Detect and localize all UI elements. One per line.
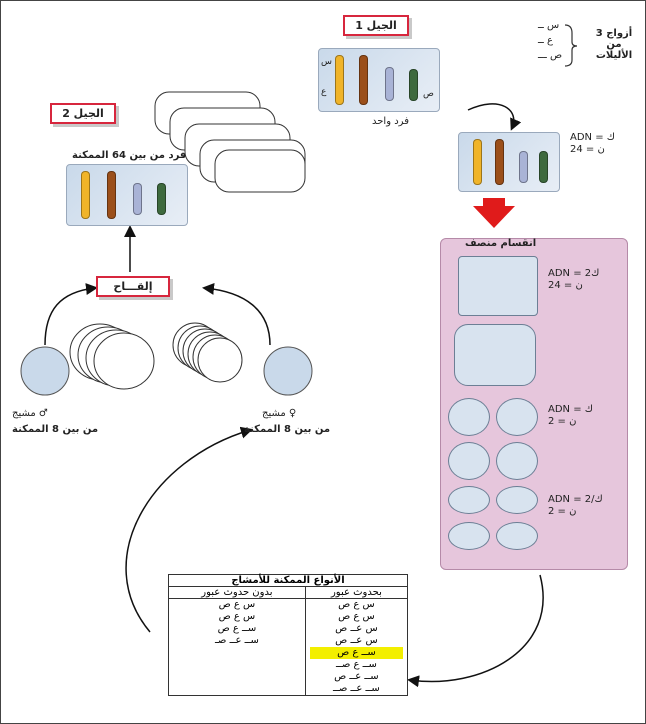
arrow-table-to-gamete bbox=[125, 426, 253, 633]
gamete-types-table: الأنواع الممكنة للأمشاج بدون حدوث عبور ب… bbox=[168, 574, 409, 696]
arrow-male-to-fert bbox=[44, 283, 98, 346]
with-row: ســ عــ ص bbox=[334, 671, 379, 682]
with-row: ســ ع صــ bbox=[335, 659, 377, 670]
meiosis-cell-5a bbox=[448, 486, 490, 514]
one-individual: فرد واحد bbox=[372, 116, 409, 127]
label-s: س bbox=[321, 57, 332, 67]
gen2-label: الجيل 2 bbox=[50, 103, 116, 124]
with-row: س عــ ص bbox=[335, 623, 378, 634]
allele-s: س ــ bbox=[538, 20, 560, 31]
adn-2k-2n4: ADN = 2ك 2ن = 4 bbox=[548, 268, 600, 291]
col-without: بدون حدوث عبور bbox=[168, 586, 306, 599]
with-row: ســ عــ صــ bbox=[333, 683, 380, 694]
male-gamete-label: مشيج ♂ bbox=[12, 408, 48, 419]
arrow-individual-to-adn bbox=[467, 103, 522, 131]
without-row: ســ عــ صـ bbox=[214, 635, 259, 646]
alleles-title: 3 أزواج من الأليلات bbox=[595, 28, 633, 61]
with-row-highlighted: ســ ع ص bbox=[309, 647, 403, 659]
meiosis-cell-6b bbox=[496, 522, 538, 550]
individual-of-64: فرد من بين 64 الممكنة bbox=[72, 150, 187, 161]
with-row: س عــ ص bbox=[335, 635, 378, 646]
label-p: ص bbox=[423, 89, 434, 99]
meiosis-cell-5b bbox=[496, 486, 538, 514]
female-gamete-sub: من بين 8 الممكنة bbox=[244, 424, 331, 435]
female-gamete-cell bbox=[263, 346, 313, 396]
arrow-female-to-fert bbox=[202, 282, 271, 346]
gamete-stack-right bbox=[172, 322, 243, 383]
adn-k-n2: ADN = ك ن = 2 bbox=[548, 404, 594, 427]
meiosis-cell-6a bbox=[448, 522, 490, 550]
meiosis-cell-1 bbox=[458, 256, 538, 316]
allele-p: ص ـــ bbox=[538, 50, 563, 61]
male-gamete-sub: من بين 8 الممكنة bbox=[12, 424, 99, 435]
without-row: س ع ص bbox=[218, 599, 256, 610]
fertilization-label: إلقـــاح bbox=[96, 276, 170, 297]
gamete-stack-left bbox=[69, 323, 155, 390]
with-row: س ع ص bbox=[338, 611, 375, 622]
gen1-karyotype-panel: س ع ص bbox=[318, 48, 440, 112]
allele-a: ع ــ bbox=[538, 35, 554, 46]
male-gamete-cell bbox=[20, 346, 70, 396]
meiosis-cell-2 bbox=[454, 324, 536, 386]
col-with: بحدوث عبور bbox=[304, 586, 409, 599]
without-row: س ع ص bbox=[218, 611, 256, 622]
adn-k2-n2: ADN = ك/2 ن = 2 bbox=[548, 494, 603, 517]
meiosis-label: انقسام منصف bbox=[465, 238, 537, 249]
individual-stack bbox=[154, 91, 306, 193]
meiosis-cell-3b bbox=[496, 398, 538, 436]
table-title: الأنواع الممكنة للأمشاج bbox=[168, 574, 408, 587]
without-row: ســ ع ص bbox=[217, 623, 257, 634]
adn-panel bbox=[458, 132, 560, 192]
gen2-karyotype-panel bbox=[66, 164, 188, 226]
meiosis-cell-4b bbox=[496, 442, 538, 480]
with-row: س ع ص bbox=[338, 599, 375, 610]
label-a: ع bbox=[321, 87, 327, 97]
gen1-label: الجيل 1 bbox=[343, 15, 409, 36]
meiosis-cell-3a bbox=[448, 398, 490, 436]
adn-k-2n4: ADN = ك 2ن = 4 bbox=[570, 132, 616, 155]
female-gamete-label: مشيج ♀ bbox=[262, 408, 297, 419]
red-arrow bbox=[473, 198, 515, 228]
meiosis-cell-4a bbox=[448, 442, 490, 480]
arrow-meiosis-to-table bbox=[407, 574, 544, 688]
